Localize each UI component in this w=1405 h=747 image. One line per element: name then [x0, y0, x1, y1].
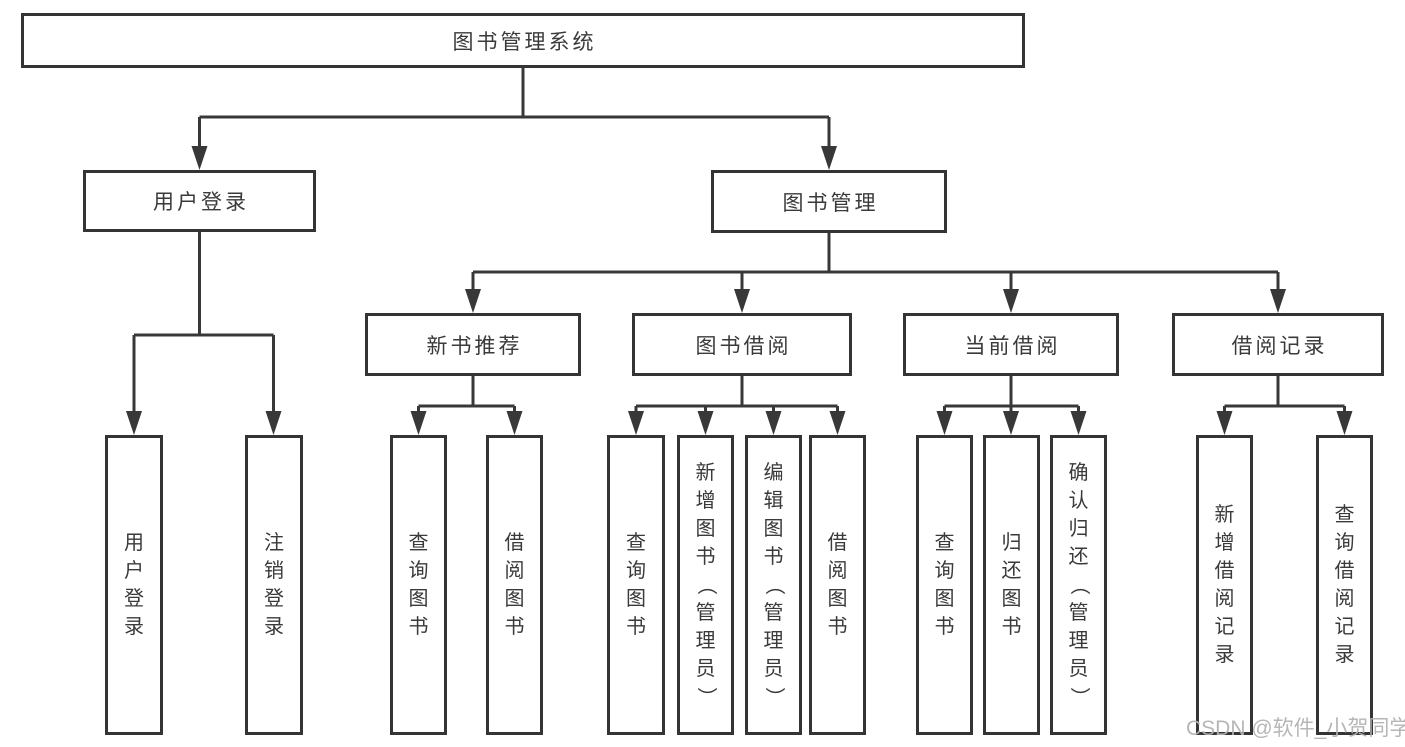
node-user-login: 用户登录 [83, 170, 316, 232]
node-book-management: 图书管理 [711, 170, 947, 233]
leaf-user-login: 用户登录 [105, 435, 163, 735]
leaf-edit-book-admin: 编辑图书（管理员） [745, 435, 802, 735]
leaf-return-book: 归还图书 [983, 435, 1040, 735]
arrowheads [126, 146, 1353, 435]
leaf-borrow-books: 借阅图书 [809, 435, 866, 735]
leaf-logout: 注销登录 [245, 435, 303, 735]
leaf-query-books-recommendation: 查询图书 [390, 435, 447, 735]
node-book-borrowing: 图书借阅 [632, 313, 852, 376]
leaf-query-books-borrowing: 查询图书 [607, 435, 665, 735]
node-borrowing-records: 借阅记录 [1172, 313, 1384, 376]
node-new-book-recommendation: 新书推荐 [365, 313, 581, 376]
leaf-add-book-admin: 新增图书（管理员） [677, 435, 734, 735]
leaf-confirm-return-admin: 确认归还（管理员） [1050, 435, 1107, 735]
node-current-borrowing: 当前借阅 [903, 313, 1119, 376]
csdn-watermark: CSDN @软件_小贺同学 [1186, 717, 1405, 740]
leaf-add-borrow-record: 新增借阅记录 [1196, 435, 1253, 735]
leaf-borrow-books-recommendation: 借阅图书 [486, 435, 543, 735]
leaf-query-books-current: 查询图书 [916, 435, 973, 735]
leaf-query-borrow-record: 查询借阅记录 [1316, 435, 1373, 735]
connector-stems [132, 68, 1346, 413]
node-library-management-system: 图书管理系统 [21, 13, 1025, 68]
